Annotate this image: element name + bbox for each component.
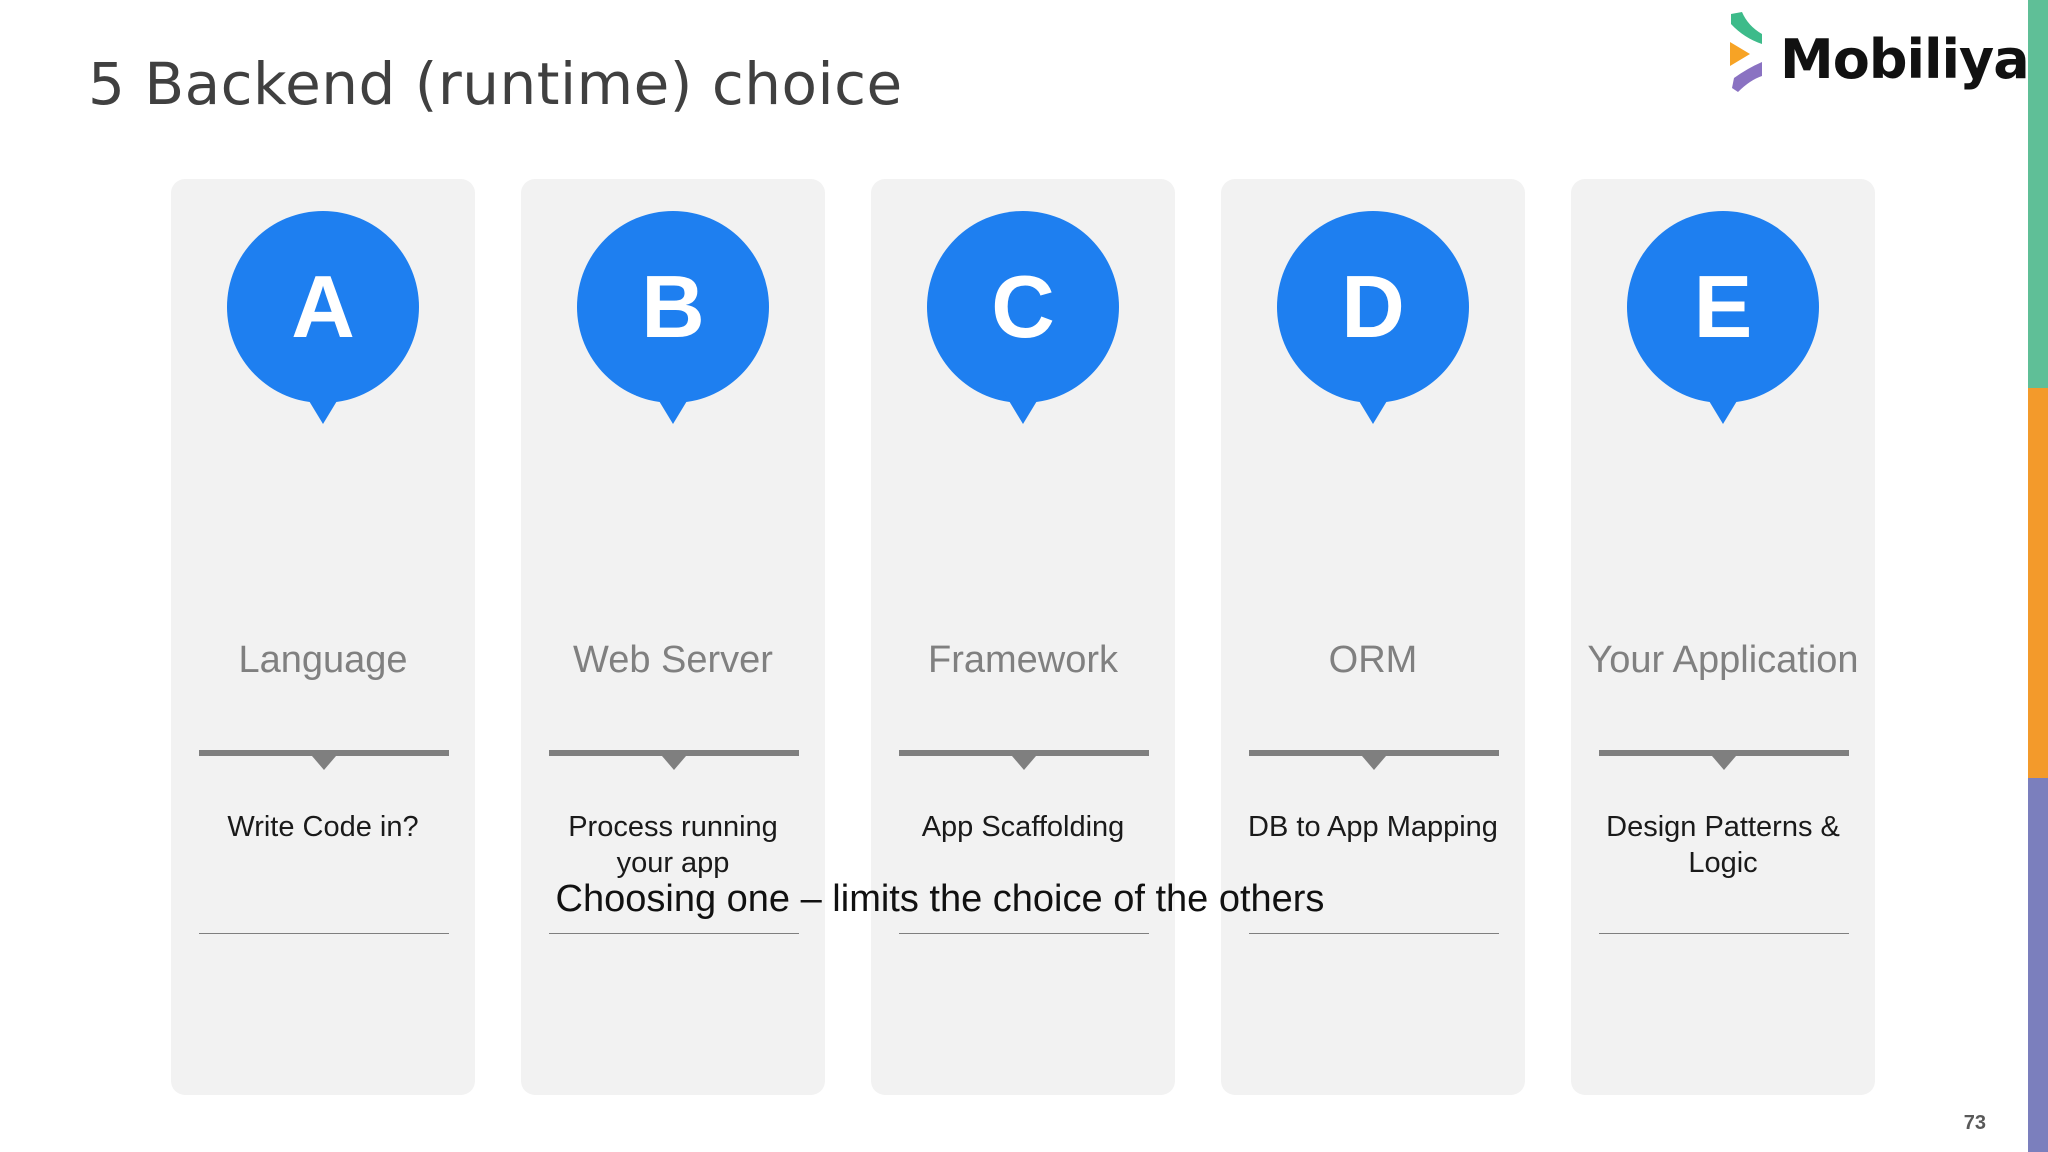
logo-mark-green-icon (1731, 12, 1762, 44)
description-divider (1249, 933, 1499, 934)
letter-bubble: D (1277, 211, 1469, 441)
card-letter: B (641, 257, 705, 356)
description-divider (1599, 933, 1849, 934)
card-description: Write Code in? (227, 811, 419, 843)
accent-segment-orange (2028, 388, 2048, 778)
slide-title: 5 Backend (runtime) choice (88, 50, 903, 118)
speech-bubble-icon (1627, 211, 1819, 424)
logo-mark-purple-icon (1732, 62, 1762, 92)
card-letter: D (1341, 257, 1405, 356)
card-description: DB to App Mapping (1248, 811, 1498, 843)
speech-bubble-icon (927, 211, 1119, 424)
card-heading: ORM (1328, 639, 1418, 681)
accent-segment-green (2028, 0, 2048, 388)
heading-divider (1249, 750, 1499, 770)
heading-divider (199, 750, 449, 770)
card-letter: A (291, 257, 355, 356)
choice-card-c: C Framework App Scaffolding (871, 179, 1175, 1095)
description-divider (199, 933, 449, 934)
speech-bubble-icon (227, 211, 419, 424)
page-number: 73 (1963, 1112, 1986, 1134)
footer-statement: Choosing one – limits the choice of the … (555, 878, 1325, 920)
accent-bar (2028, 0, 2048, 1152)
card-description: Design Patterns & Logic (1606, 811, 1840, 879)
card-letter: E (1693, 257, 1753, 356)
letter-bubble: B (577, 211, 769, 441)
letter-bubble: A (227, 211, 419, 441)
choice-card-e: E Your Application Design Patterns & Log… (1571, 179, 1875, 1095)
logo-text: Mobiliya (1780, 28, 2030, 91)
card-heading: Language (238, 639, 408, 681)
logo-mark-icon (1730, 12, 1762, 92)
letter-bubble: C (927, 211, 1119, 441)
speech-bubble-icon (1277, 211, 1469, 424)
card-heading: Your Application (1587, 639, 1859, 681)
description-divider (549, 933, 799, 934)
heading-divider (549, 750, 799, 770)
choice-card-b: B Web Server Process running your app (521, 179, 825, 1095)
card-description: App Scaffolding (921, 811, 1125, 843)
card-heading: Web Server (573, 639, 773, 681)
letter-bubble: E (1627, 211, 1819, 441)
choice-card-a: A Language Write Code in? (171, 179, 475, 1095)
heading-divider (899, 750, 1149, 770)
card-description: Process running your app (568, 811, 778, 879)
accent-segment-purple (2028, 778, 2048, 1152)
card-letter: C (991, 257, 1055, 356)
heading-divider (1599, 750, 1849, 770)
card-heading: Framework (927, 639, 1119, 681)
logo-mark-orange-icon (1730, 42, 1750, 66)
choice-card-d: D ORM DB to App Mapping (1221, 179, 1525, 1095)
mobiliya-logo: Mobiliya (1728, 12, 2030, 102)
description-divider (899, 933, 1149, 934)
speech-bubble-icon (577, 211, 769, 424)
